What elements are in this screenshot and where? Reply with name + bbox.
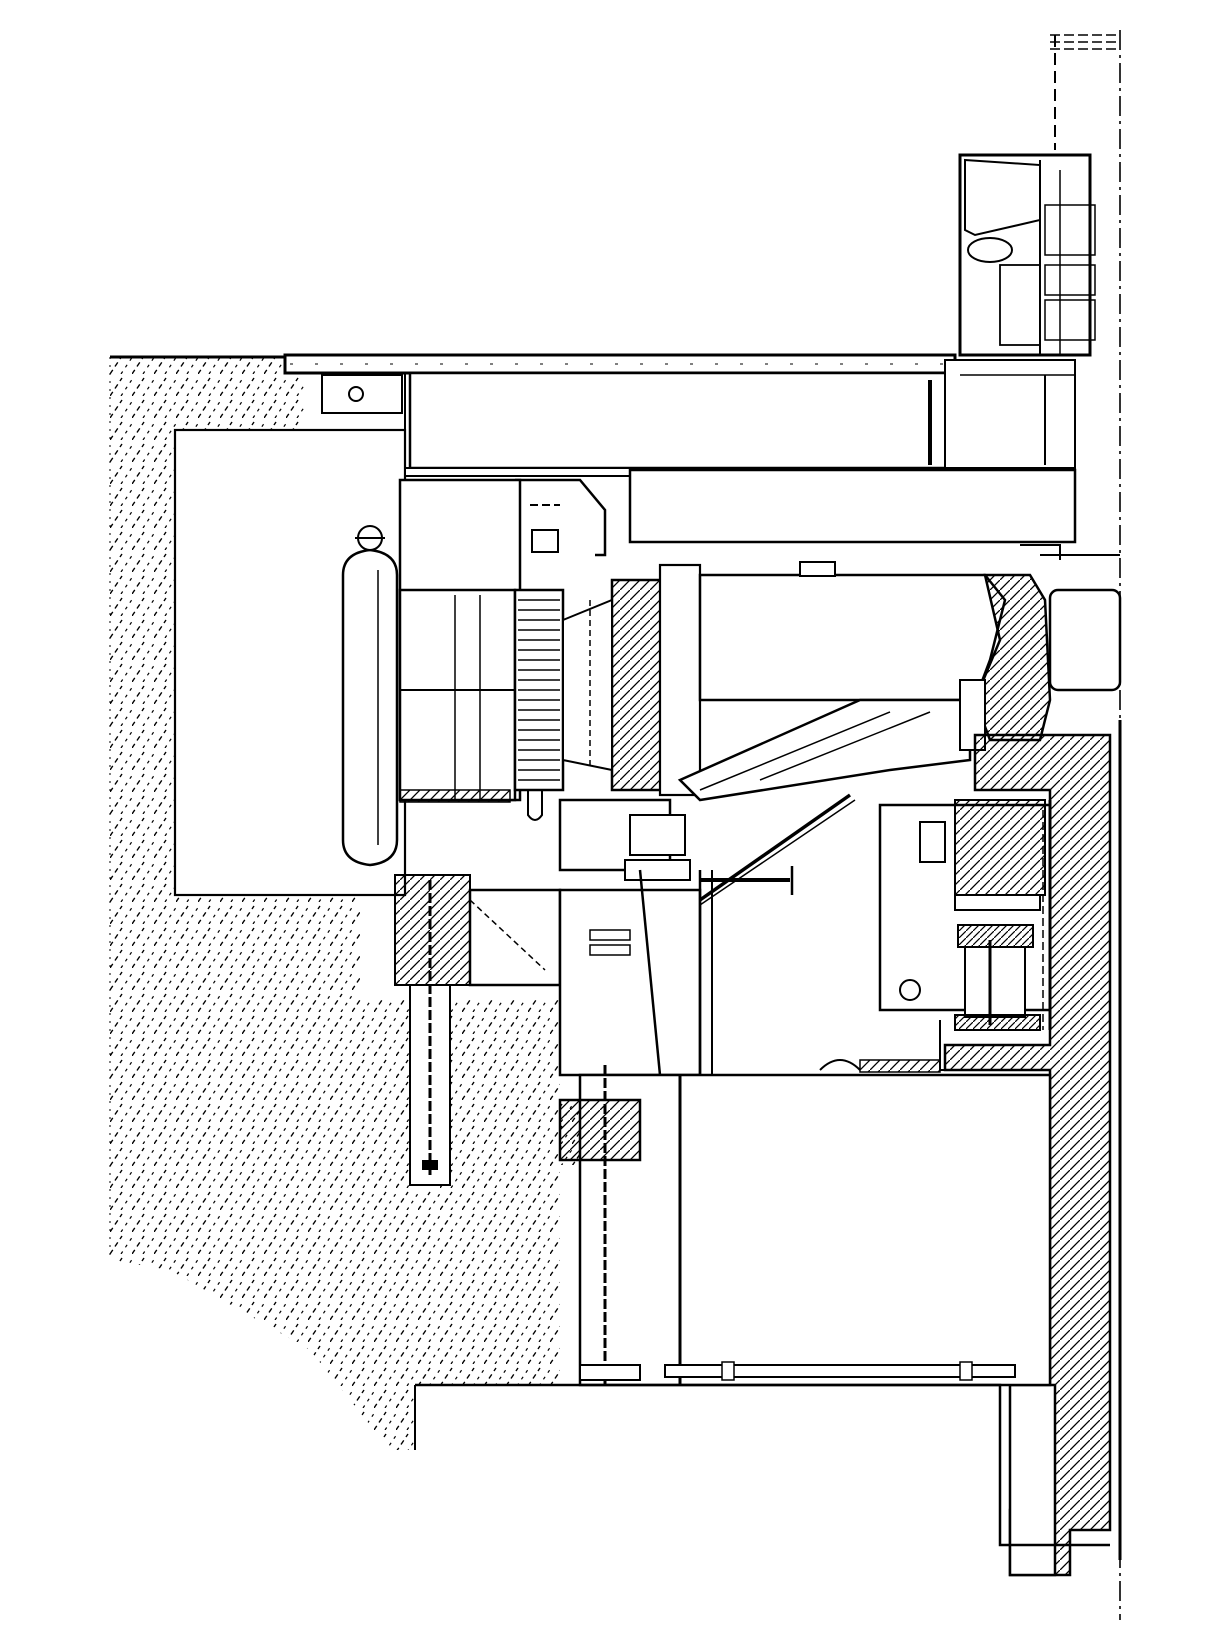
rotor-hub bbox=[698, 544, 1122, 742]
anchor-bolts bbox=[409, 880, 642, 1385]
stator-core bbox=[513, 588, 565, 821]
stator-frame bbox=[398, 478, 522, 803]
lower-structure bbox=[394, 798, 794, 1110]
rotor-spider bbox=[515, 468, 1077, 557]
air-cooler bbox=[341, 525, 399, 867]
concrete-foundation bbox=[109, 355, 640, 1450]
turbine-pit bbox=[578, 1059, 1052, 1387]
upper-housing bbox=[958, 30, 1121, 1620]
thrust-bearing bbox=[878, 799, 1052, 1071]
rotor-rim bbox=[562, 563, 702, 797]
base-outline bbox=[414, 1383, 1110, 1547]
upper-bracket bbox=[404, 359, 1076, 477]
diagonal-arm bbox=[677, 679, 986, 906]
